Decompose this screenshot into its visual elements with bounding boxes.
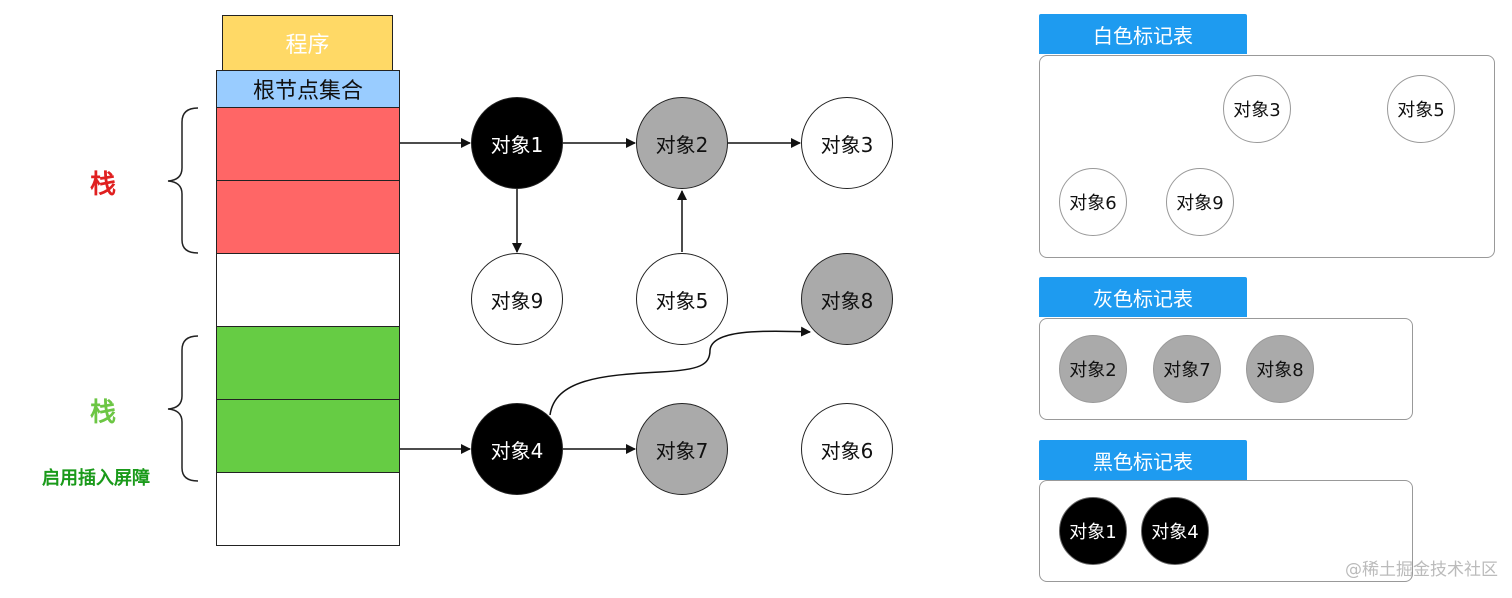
node-object-3: 对象3 xyxy=(801,97,893,189)
stack-frame-red-2 xyxy=(216,180,400,254)
black-table-header: 黑色标记表 xyxy=(1039,440,1247,480)
gray-table-header: 灰色标记表 xyxy=(1039,277,1247,317)
black-table-panel xyxy=(1039,480,1413,582)
gray-table-object-2: 对象2 xyxy=(1059,335,1127,403)
white-table-header: 白色标记表 xyxy=(1039,14,1247,54)
white-table-object-9: 对象9 xyxy=(1166,168,1234,236)
stack-frame-green-1 xyxy=(216,326,400,400)
bracket-top xyxy=(167,107,199,254)
node-object-2: 对象2 xyxy=(636,97,728,189)
gray-table-object-7: 对象7 xyxy=(1153,335,1221,403)
white-table-object-6: 对象6 xyxy=(1059,168,1127,236)
insert-barrier-label: 启用插入屏障 xyxy=(42,468,150,489)
node-object-7: 对象7 xyxy=(636,403,728,495)
node-object-1: 对象1 xyxy=(471,97,563,189)
stack-frame-empty-2 xyxy=(216,472,400,546)
stack-frame-green-2 xyxy=(216,399,400,473)
gray-table-object-8: 对象8 xyxy=(1246,335,1314,403)
black-table-object-1: 对象1 xyxy=(1059,497,1127,565)
stack-frame-red-1 xyxy=(216,107,400,181)
black-table-object-4: 对象4 xyxy=(1141,497,1209,565)
node-object-9: 对象9 xyxy=(471,253,563,345)
stack-label-top: 栈 xyxy=(90,170,117,200)
root-set-box: 根节点集合 xyxy=(216,70,400,108)
stack-label-bottom: 栈 xyxy=(90,398,117,428)
edge-o4-to-o8 xyxy=(549,326,811,416)
white-table-object-5: 对象5 xyxy=(1387,75,1455,143)
program-box: 程序 xyxy=(222,15,393,71)
node-object-8: 对象8 xyxy=(801,253,893,345)
bracket-bottom xyxy=(167,335,199,482)
stack-frame-empty-1 xyxy=(216,253,400,327)
node-object-6: 对象6 xyxy=(801,403,893,495)
white-table-object-3: 对象3 xyxy=(1223,75,1291,143)
watermark: @稀土掘金技术社区 xyxy=(1345,560,1498,580)
node-object-5: 对象5 xyxy=(636,253,728,345)
node-object-4: 对象4 xyxy=(471,403,563,495)
